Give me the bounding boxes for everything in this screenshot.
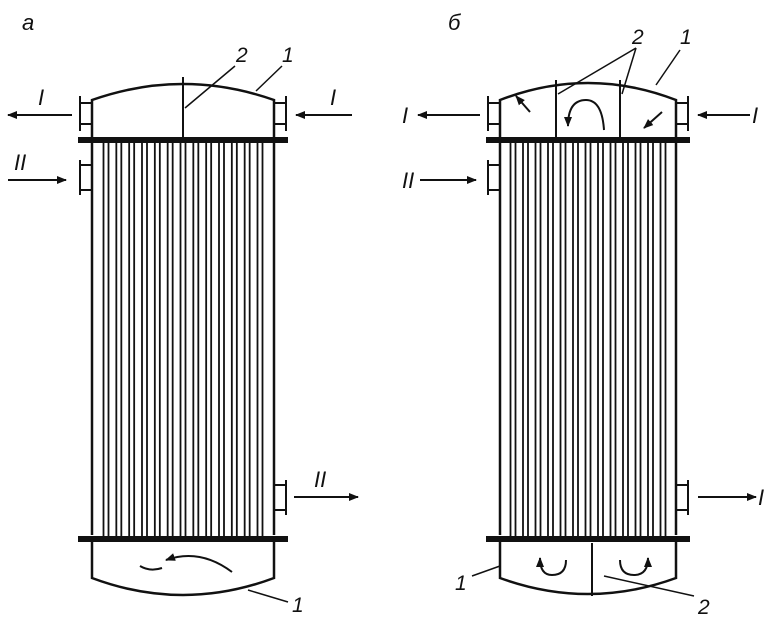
panel-b-label-2: 2 bbox=[631, 26, 644, 49]
panel-b-label-1-bottom: 1 bbox=[455, 572, 467, 595]
panel-b-label-2-bottom: 2 bbox=[697, 596, 710, 619]
panel-b-nozzle-shell-inlet bbox=[487, 160, 500, 195]
panel-a-bottom-flow-tail bbox=[139, 565, 163, 571]
panel-b-leader-2a bbox=[557, 47, 637, 95]
panel-b-top-head bbox=[498, 81, 678, 143]
panel-b-label-stream-out-bottom: I bbox=[758, 485, 764, 510]
panel-b-tube-bundle bbox=[509, 143, 667, 536]
panel-a-label-stream-out-top: I bbox=[38, 85, 44, 110]
panel-b-flow-arrow-bottom-left bbox=[536, 557, 567, 577]
panel-b-leader-2b bbox=[621, 47, 637, 95]
panel-a-nozzle-shell-outlet bbox=[274, 480, 287, 515]
panel-a-bottom-flow-arrow bbox=[165, 553, 233, 573]
panel-a-leader-1-bottom bbox=[247, 589, 289, 603]
panel-a-label-2: 2 bbox=[235, 44, 248, 67]
panel-a-nozzle-top-left bbox=[79, 96, 92, 131]
panel-b-nozzle-top-left bbox=[487, 96, 500, 131]
panel-a-bottom-head bbox=[90, 542, 276, 597]
panel-b-label-stream-in-shell: II bbox=[402, 168, 414, 193]
panel-a-nozzle-top-right bbox=[274, 96, 287, 131]
panel-a-label-1-bottom: 1 bbox=[292, 594, 304, 617]
panel-a-tube-bundle bbox=[102, 143, 264, 536]
panel-b-label-1-top: 1 bbox=[680, 26, 692, 49]
panel-a: а 2 1 1 I I bbox=[7, 10, 359, 617]
panel-a-label-stream-in-shell: II bbox=[14, 150, 26, 175]
panel-b-flow-arrow-top-middle bbox=[564, 98, 605, 131]
panel-b-label-stream-in-top: I bbox=[752, 103, 758, 128]
panel-a-label-stream-out-shell: II bbox=[314, 467, 326, 492]
panel-b: б bbox=[402, 10, 764, 619]
panel-b-nozzle-top-right bbox=[676, 96, 689, 131]
panel-b-nozzle-shell-outlet bbox=[676, 480, 689, 515]
panel-b-flow-arrow-top-right bbox=[643, 111, 663, 129]
panel-a-leader-2 bbox=[184, 65, 236, 109]
panel-b-bottom-head bbox=[498, 542, 678, 596]
panel-a-nozzle-shell-inlet bbox=[79, 160, 92, 195]
panel-a-leader-1-top bbox=[255, 65, 283, 92]
panel-b-flow-arrow-top-left bbox=[515, 95, 531, 113]
panel-a-label: а bbox=[22, 10, 34, 35]
panel-b-label: б bbox=[448, 10, 462, 35]
panel-b-leader-1-bottom bbox=[471, 565, 501, 577]
panel-b-label-stream-out-top: I bbox=[402, 103, 408, 128]
panel-b-flow-arrow-bottom-right bbox=[619, 557, 652, 577]
panel-a-label-1-top: 1 bbox=[282, 44, 294, 67]
panel-a-label-stream-in-top: I bbox=[330, 85, 336, 110]
panel-b-leader-1-top bbox=[655, 49, 681, 86]
panel-b-leader-2-bottom bbox=[603, 575, 695, 597]
